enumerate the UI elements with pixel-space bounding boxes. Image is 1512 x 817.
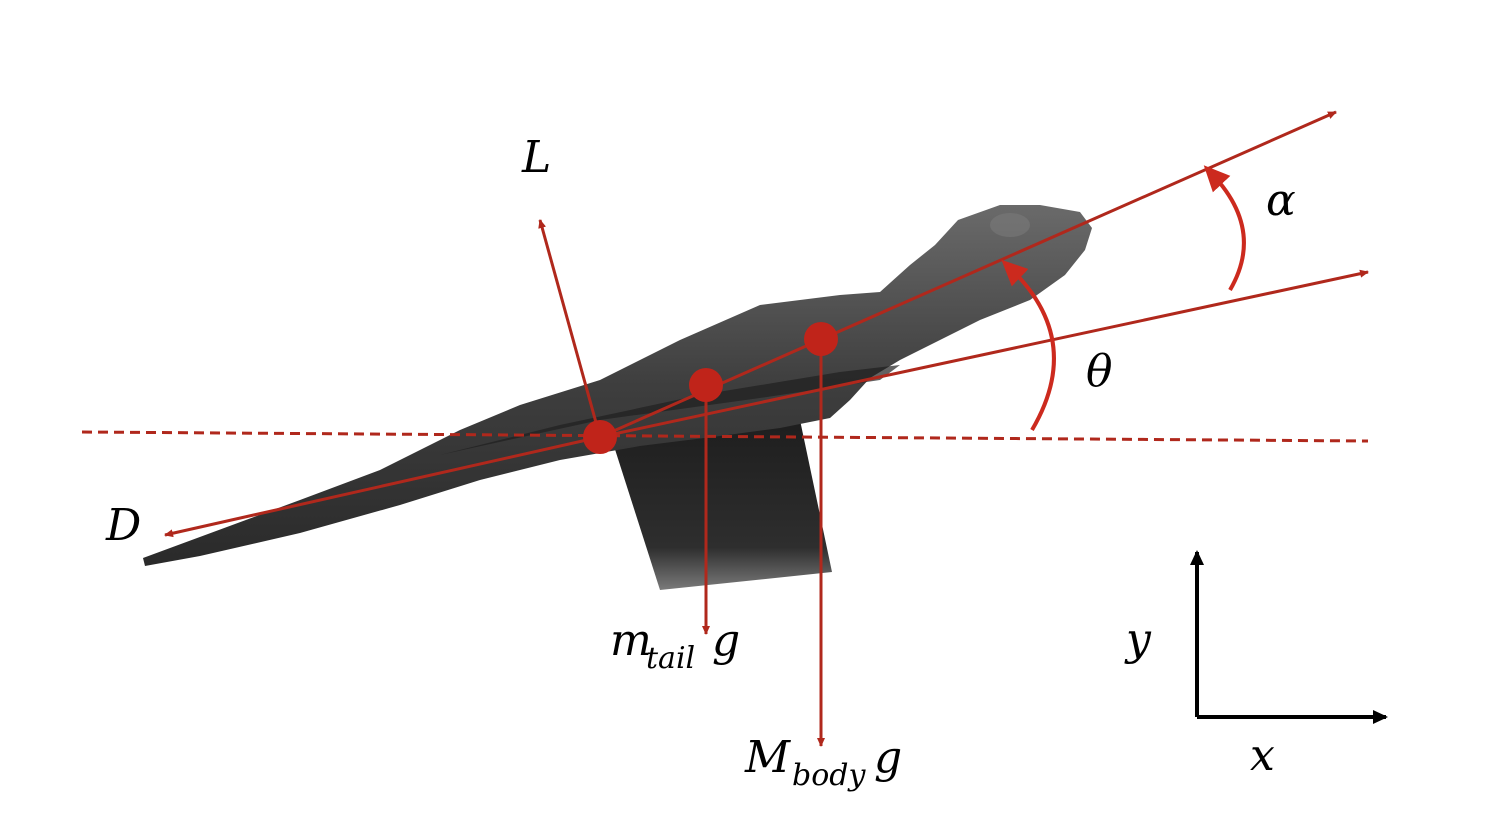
body-mass-symbol: M [744, 732, 791, 783]
body-mass-point [804, 322, 838, 356]
alpha-label: α [1266, 175, 1296, 226]
drag-force-arrow [164, 435, 601, 538]
lift-label: L [521, 132, 551, 183]
drag-label: D [105, 500, 141, 551]
theta-label: θ [1086, 346, 1113, 397]
x-axis-label: x [1250, 730, 1275, 781]
tail-weight-label: m tail g [610, 615, 740, 676]
lizard-head-highlight [990, 213, 1030, 237]
tail-mass-point [689, 368, 723, 402]
lizard-silhouette [143, 205, 1092, 566]
y-axis-label: y [1124, 614, 1152, 665]
alpha-angle-arc [1203, 165, 1246, 292]
tail-mass-symbol: m [610, 615, 652, 666]
tail-mass-subscript: tail [646, 641, 695, 676]
body-mass-subscript: body [792, 758, 866, 793]
theta-angle-arc [1001, 259, 1056, 432]
lizard-ridge [440, 365, 900, 455]
tail-fin [612, 420, 832, 590]
pivot-point [583, 420, 617, 454]
lizard-body [143, 205, 1092, 590]
tail-gravity-symbol: g [712, 615, 740, 666]
body-weight-label: M body g [744, 732, 902, 793]
body-gravity-symbol: g [874, 732, 902, 783]
lift-force-arrow [538, 219, 602, 438]
horizontal-reference-line [81, 430, 1369, 443]
velocity-direction-line [599, 269, 1369, 439]
